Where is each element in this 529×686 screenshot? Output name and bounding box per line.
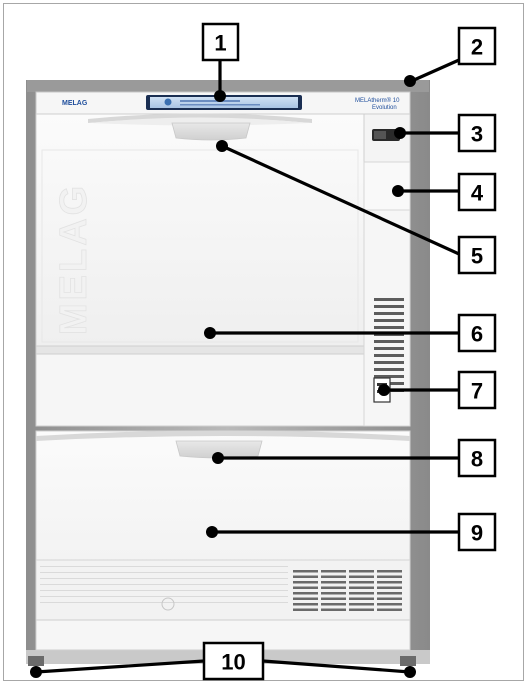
bottom-vent-slat — [293, 586, 318, 589]
callout-4: 4 — [457, 172, 497, 212]
vent-slat — [374, 375, 404, 378]
bottom-vent-slat — [377, 581, 402, 584]
melag-logo: MELAG — [62, 100, 88, 107]
callout-6-label: 6 — [471, 322, 483, 347]
vent-slat — [374, 298, 404, 301]
callout-1-label: 1 — [214, 31, 226, 56]
vent-slat — [374, 354, 404, 357]
vent-slat — [374, 340, 404, 343]
bottom-vent-slat — [377, 597, 402, 600]
bottom-vent-slat — [321, 597, 346, 600]
bottom-vent-slat — [321, 575, 346, 578]
washing-chamber-door[interactable]: MELAG — [35, 113, 365, 347]
callout-8: 8 — [457, 438, 497, 478]
bottom-vent-slat — [349, 597, 374, 600]
bottom-groove — [40, 578, 288, 579]
callout-8-label: 8 — [471, 447, 483, 472]
vent-slat — [374, 312, 404, 315]
vent-slat — [374, 326, 404, 329]
model-subtext: Evolution — [372, 105, 397, 111]
callout-7-label: 7 — [471, 379, 483, 404]
bottom-groove — [40, 602, 288, 603]
embossed-logo: MELAG — [53, 183, 95, 335]
touch-display[interactable] — [146, 95, 302, 110]
callout-10-label: 10 — [221, 650, 245, 675]
callout-4-label: 4 — [471, 181, 484, 206]
vent-slat — [374, 305, 404, 308]
bottom-vent-slat — [321, 592, 346, 595]
bottom-vent-slat — [377, 586, 402, 589]
vent-slat — [374, 347, 404, 350]
callout-9: 9 — [457, 512, 497, 552]
bottom-groove — [40, 596, 288, 597]
bottom-vent-slat — [349, 575, 374, 578]
callout-1: 1 — [201, 22, 240, 62]
bottom-vent-slat — [321, 581, 346, 584]
bottom-vent-slat — [321, 603, 346, 606]
vent-slat — [374, 368, 404, 371]
callout-7: 7 — [457, 370, 497, 410]
bottom-vent-slat — [349, 586, 374, 589]
bottom-vent-slat — [377, 570, 402, 573]
bottom-vent-slat — [349, 581, 374, 584]
power-switch[interactable] — [372, 129, 400, 141]
bottom-vent-slat — [349, 570, 374, 573]
callout-5: 5 — [457, 235, 497, 275]
bottom-vent-slat — [293, 570, 318, 573]
bottom-vent-slat — [293, 575, 318, 578]
bottom-vent-slat — [377, 603, 402, 606]
bottom-vent-slat — [321, 586, 346, 589]
callout-2-label: 2 — [471, 35, 483, 60]
bottom-vent-slat — [349, 608, 374, 611]
callout-5-label: 5 — [471, 244, 483, 269]
callout-9-label: 9 — [471, 521, 483, 546]
vent-slat — [374, 319, 404, 322]
callout-2: 2 — [457, 26, 497, 66]
bottom-vent-slat — [321, 570, 346, 573]
bottom-vent-slat — [293, 603, 318, 606]
callout-3: 3 — [457, 113, 497, 153]
model-name: MELAtherm® 10 — [355, 97, 400, 104]
bottom-panel — [35, 559, 411, 621]
bottom-vent-slat — [293, 608, 318, 611]
bottom-vent-slat — [377, 592, 402, 595]
bottom-vent-slat — [377, 575, 402, 578]
leader-dots — [30, 75, 416, 678]
bottom-vent-slat — [377, 608, 402, 611]
bottom-vent-slat — [293, 581, 318, 584]
bottom-vent-slat — [321, 608, 346, 611]
bottom-groove — [40, 590, 288, 591]
bottom-vent-slat — [349, 592, 374, 595]
callout-10: 10 — [202, 641, 265, 681]
leader-lines — [35, 58, 460, 674]
door-bottom-flap — [35, 345, 365, 427]
adjustable-feet[interactable] — [28, 656, 416, 666]
bottom-groove — [40, 584, 288, 585]
bottom-vent-slat — [293, 597, 318, 600]
figure-frame — [3, 3, 524, 681]
vent-slat — [374, 361, 404, 364]
bottom-groove — [40, 566, 288, 567]
bottom-vent-slat — [293, 592, 318, 595]
callout-3-label: 3 — [471, 122, 483, 147]
bottom-vent-slat — [349, 603, 374, 606]
bottom-groove — [40, 572, 288, 573]
callout-6: 6 — [457, 313, 497, 353]
